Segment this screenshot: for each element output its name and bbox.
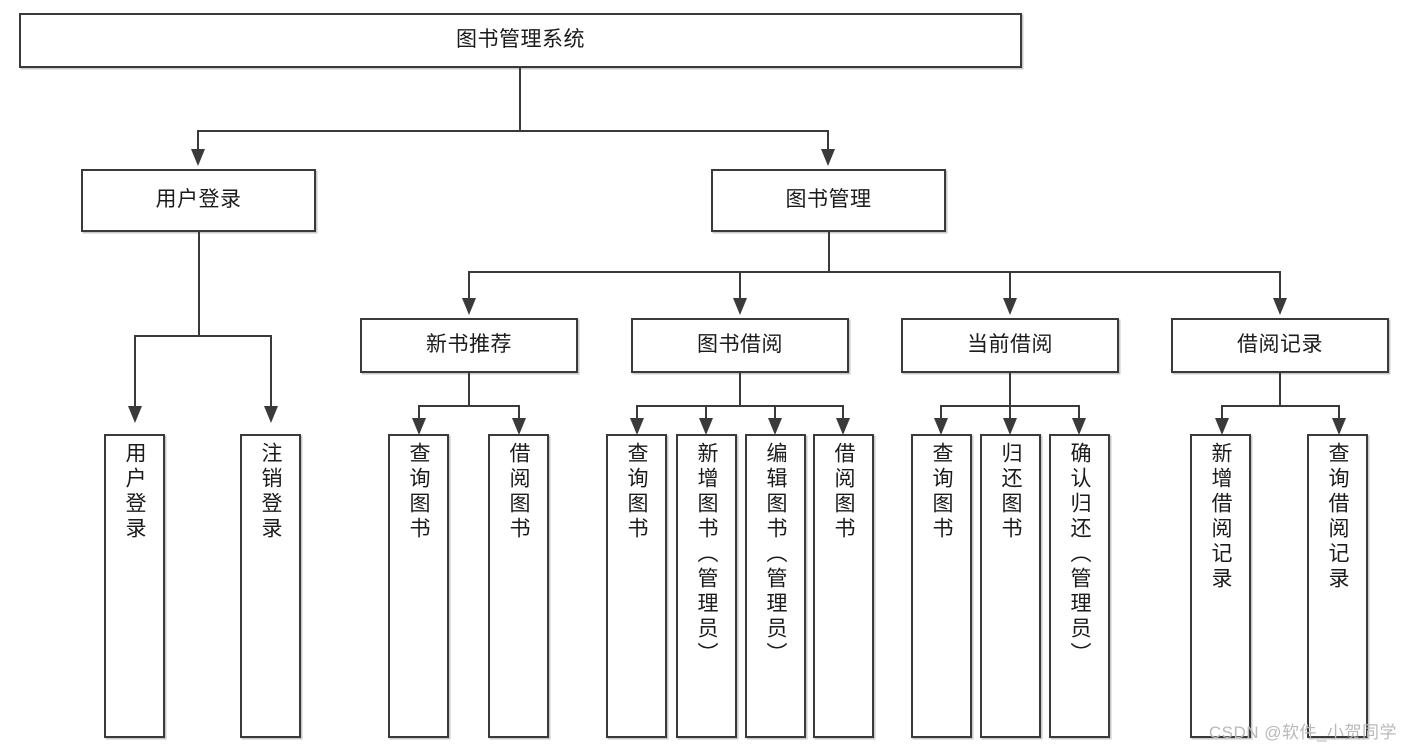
node-label: 确认归还（管理员）: [1068, 442, 1091, 667]
arrow-to-leaf-query-book-3: [934, 418, 948, 435]
node-label: 借阅记录: [1237, 333, 1323, 357]
node-label: 查询图书: [625, 442, 648, 542]
connector-borrow-record-leaf-1: [1221, 405, 1223, 419]
connector-to-borrow-record: [1279, 271, 1281, 299]
node-leaf-user-login[interactable]: 用户登录: [104, 434, 165, 738]
node-leaf-query-book-2[interactable]: 查询图书: [606, 434, 667, 738]
connector-borrow-record-stem: [1279, 373, 1281, 406]
node-book-manage[interactable]: 图书管理: [711, 169, 946, 232]
arrow-to-leaf-borrow-book-2: [836, 418, 850, 435]
node-label: 图书管理: [785, 188, 872, 212]
arrow-to-leaf-logout: [264, 406, 278, 423]
node-label: 当前借阅: [967, 333, 1053, 357]
node-book-borrow[interactable]: 图书借阅: [631, 318, 849, 373]
connector-current-borrow-leaf-1: [940, 405, 942, 419]
node-leaf-query-book-3[interactable]: 查询图书: [911, 434, 972, 738]
watermark: CSDN @软件_小贺同学: [1208, 723, 1397, 742]
arrow-to-current-borrow: [1003, 298, 1017, 315]
node-root-system[interactable]: 图书管理系统: [19, 13, 1022, 68]
connector-user-login-leaf-2: [270, 335, 272, 407]
node-label: 新增借阅记录: [1209, 442, 1232, 592]
connector-user-login-stem: [198, 232, 200, 336]
node-new-book-rec[interactable]: 新书推荐: [360, 318, 578, 373]
node-leaf-query-record[interactable]: 查询借阅记录: [1307, 434, 1368, 738]
connector-to-current-borrow: [1009, 271, 1011, 299]
arrow-to-leaf-user-login: [128, 406, 142, 423]
node-current-borrow[interactable]: 当前借阅: [901, 318, 1119, 373]
connector-book-manage-stem: [828, 232, 830, 272]
arrow-to-book-manage: [821, 149, 835, 166]
node-leaf-logout[interactable]: 注销登录: [240, 434, 301, 738]
connector-borrow-record-leaf-2: [1338, 405, 1340, 419]
arrow-to-leaf-query-record: [1332, 418, 1346, 435]
arrow-to-leaf-confirm-return: [1072, 418, 1086, 435]
arrow-to-user-login: [191, 149, 205, 166]
node-label: 新增图书（管理员）: [695, 442, 718, 667]
connector-book-borrow-stem: [739, 373, 741, 406]
connector-book-borrow-bus: [636, 405, 844, 407]
connector-current-borrow-leaf-2: [1009, 405, 1011, 419]
connector-book-borrow-leaf-4: [842, 405, 844, 419]
connector-user-login-leaf-1: [134, 335, 136, 407]
node-leaf-add-record[interactable]: 新增借阅记录: [1190, 434, 1251, 738]
node-leaf-edit-book[interactable]: 编辑图书（管理员）: [745, 434, 806, 738]
node-user-login[interactable]: 用户登录: [81, 169, 316, 232]
node-leaf-add-book[interactable]: 新增图书（管理员）: [676, 434, 737, 738]
node-label: 查询图书: [407, 442, 430, 542]
node-leaf-borrow-book-2[interactable]: 借阅图书: [813, 434, 874, 738]
connector-book-borrow-leaf-1: [636, 405, 638, 419]
arrow-to-leaf-return-book: [1003, 418, 1017, 435]
connector-user-login-bus: [134, 335, 272, 337]
connector-borrow-record-bus: [1221, 405, 1340, 407]
connector-book-borrow-leaf-3: [774, 405, 776, 419]
node-label: 借阅图书: [507, 442, 530, 542]
arrow-to-leaf-query-book-1: [412, 418, 426, 435]
connector-new-book-rec-leaf-2: [518, 405, 520, 419]
node-leaf-return-book[interactable]: 归还图书: [980, 434, 1041, 738]
arrow-to-leaf-edit-book: [768, 418, 782, 435]
node-label: 用户登录: [155, 188, 242, 212]
node-label: 查询图书: [930, 442, 953, 542]
connector-level2-bus: [468, 271, 1280, 273]
node-label: 归还图书: [999, 442, 1022, 542]
arrow-to-book-borrow: [733, 298, 747, 315]
connector-to-book-borrow: [739, 271, 741, 299]
node-label: 图书管理系统: [456, 28, 585, 52]
connector-current-borrow-stem: [1009, 373, 1011, 406]
node-leaf-query-book-1[interactable]: 查询图书: [388, 434, 449, 738]
node-leaf-confirm-return[interactable]: 确认归还（管理员）: [1049, 434, 1110, 738]
node-label: 编辑图书（管理员）: [764, 442, 787, 667]
node-label: 图书借阅: [697, 333, 783, 357]
arrow-to-leaf-query-book-2: [630, 418, 644, 435]
node-label: 借阅图书: [832, 442, 855, 542]
connector-book-borrow-leaf-2: [705, 405, 707, 419]
connector-root-bus: [197, 130, 829, 132]
node-label: 注销登录: [259, 442, 282, 542]
node-label: 查询借阅记录: [1326, 442, 1349, 592]
connector-new-book-rec-stem: [468, 373, 470, 406]
connector-root-to-book-manage: [827, 130, 829, 150]
arrow-to-leaf-borrow-book-1: [512, 418, 526, 435]
node-label: 新书推荐: [426, 333, 512, 357]
arrow-to-leaf-add-record: [1215, 418, 1229, 435]
connector-root-stem: [519, 68, 521, 131]
node-leaf-borrow-book-1[interactable]: 借阅图书: [488, 434, 549, 738]
node-label: 用户登录: [123, 442, 146, 542]
arrow-to-borrow-record: [1273, 298, 1287, 315]
node-borrow-record[interactable]: 借阅记录: [1171, 318, 1389, 373]
connector-to-new-book-rec: [468, 271, 470, 299]
connector-new-book-rec-leaf-1: [418, 405, 420, 419]
connector-current-borrow-leaf-3: [1078, 405, 1080, 419]
arrow-to-new-book-rec: [462, 298, 476, 315]
connector-new-book-rec-bus: [418, 405, 520, 407]
connector-root-to-user-login: [197, 130, 199, 150]
arrow-to-leaf-add-book: [699, 418, 713, 435]
